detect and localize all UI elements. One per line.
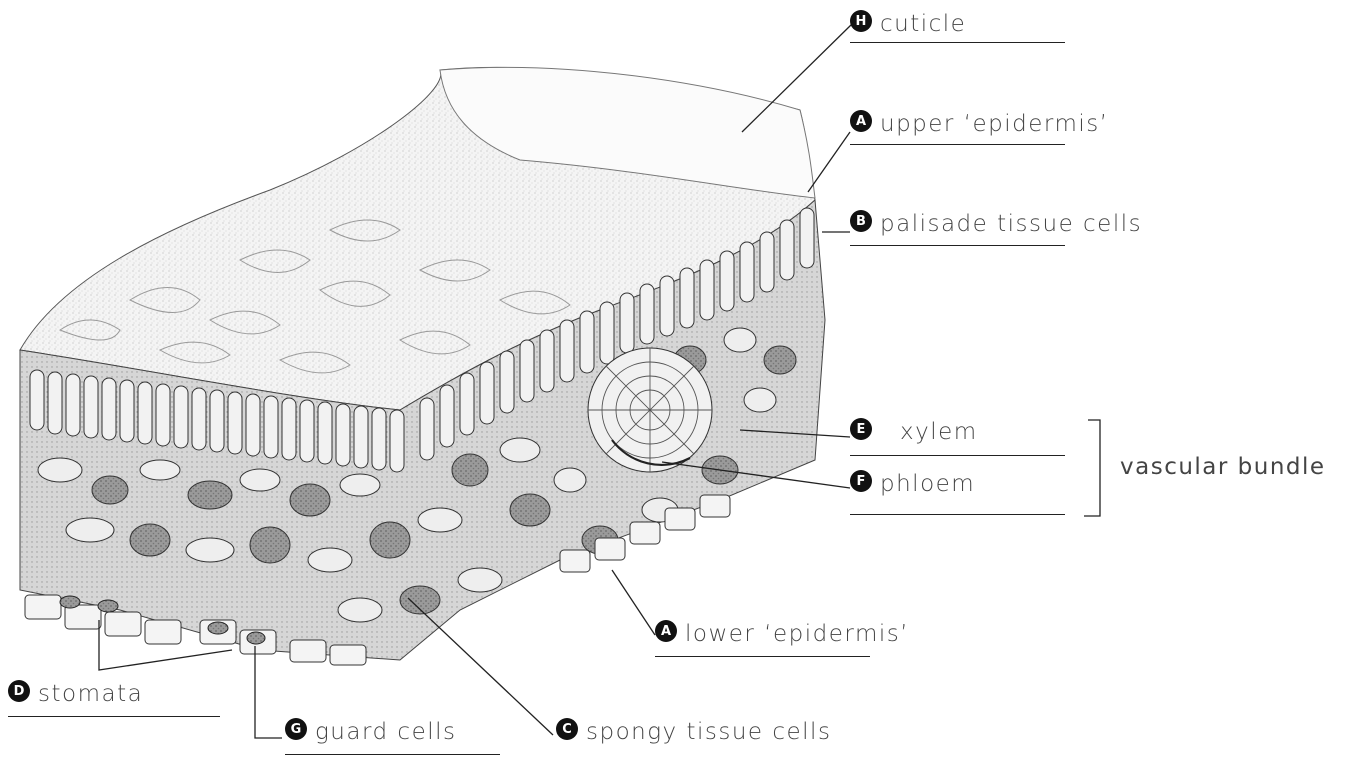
label-palisade: B palisade tissue cells — [850, 210, 1142, 237]
label-stomata: D stomata — [8, 680, 143, 707]
label-guard-cells-text: guard cells — [315, 719, 457, 745]
vascular-bundle — [588, 348, 712, 472]
label-spongy: C spongy tissue cells — [556, 718, 831, 745]
label-xylem-text: xylem — [900, 419, 978, 445]
letter-badge-b: B — [850, 210, 872, 232]
letter-badge-a-lower: A — [655, 620, 677, 642]
label-cuticle-text: cuticle — [880, 11, 966, 37]
label-upper-epidermis: A upper ‘epidermis’ — [850, 110, 1109, 137]
letter-badge-f: F — [850, 470, 872, 492]
vascular-bundle-label: vascular bundle — [1120, 454, 1326, 480]
label-spongy-text: spongy tissue cells — [586, 719, 831, 745]
label-phloem-text: phloem — [880, 471, 975, 497]
letter-badge-e: E — [850, 418, 872, 440]
underline-guard-cells — [285, 754, 500, 755]
label-guard-cells: G guard cells — [285, 718, 457, 745]
vascular-bundle-bracket — [1084, 420, 1100, 516]
letter-badge-h: H — [850, 10, 872, 32]
underline-palisade — [850, 245, 1065, 246]
letter-badge-c: C — [556, 718, 578, 740]
letter-badge-d: D — [8, 680, 30, 702]
letter-badge-g: G — [285, 718, 307, 740]
label-lower-epidermis: A lower ‘epidermis’ — [655, 620, 909, 647]
label-upper-epidermis-text: upper ‘epidermis’ — [880, 111, 1109, 137]
label-palisade-text: palisade tissue cells — [880, 211, 1142, 237]
underline-xylem — [850, 455, 1065, 456]
label-lower-epidermis-text: lower ‘epidermis’ — [685, 621, 909, 647]
label-stomata-text: stomata — [38, 681, 143, 707]
letter-badge-a-upper: A — [850, 110, 872, 132]
underline-cuticle — [850, 42, 1065, 43]
label-cuticle: H cuticle — [850, 10, 966, 37]
label-xylem: E xylem — [850, 418, 978, 445]
underline-phloem — [850, 514, 1065, 515]
label-phloem: F phloem — [850, 470, 975, 497]
underline-upper-epidermis — [850, 144, 1065, 145]
underline-stomata — [8, 716, 220, 717]
underline-lower-epidermis — [655, 656, 870, 657]
